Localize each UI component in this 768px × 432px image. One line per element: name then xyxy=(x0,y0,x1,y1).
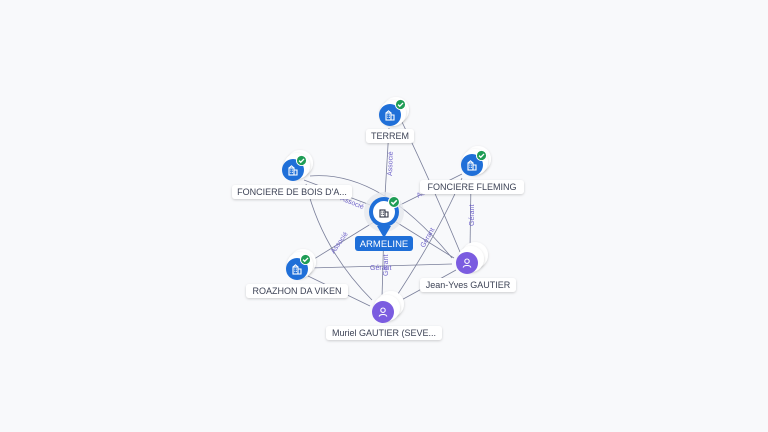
check-badge-icon xyxy=(388,196,400,208)
check-badge-icon xyxy=(476,150,487,161)
edge-label-gerant: Gérant xyxy=(383,255,390,276)
edge-label-gerant: Gérant xyxy=(469,205,476,226)
node-label: FONCIERE FLEMING xyxy=(427,182,516,192)
edge-label-associe: Associé xyxy=(330,231,350,255)
center-label: ARMELINE xyxy=(360,239,409,250)
check-badge-icon xyxy=(296,155,307,166)
node-label: Muriel GAUTIER (SEVE... xyxy=(332,328,436,338)
company-node-roazhon[interactable]: ROAZHON DA VIKEN xyxy=(246,249,348,298)
edge-jeanyves-roazhon xyxy=(309,263,453,269)
company-node-terrem[interactable]: TERREM xyxy=(366,97,414,143)
check-badge-icon xyxy=(300,254,311,265)
person-node-jean-yves[interactable]: Jean-Yves GAUTIER xyxy=(420,242,516,292)
edge-label-associe: Associé xyxy=(387,151,395,176)
edge-roazhon-armeline xyxy=(305,221,375,265)
node-label: ROAZHON DA VIKEN xyxy=(252,286,341,296)
center-node-armeline[interactable]: ARMELINE xyxy=(355,192,413,251)
check-badge-icon xyxy=(395,99,406,110)
node-label: Jean-Yves GAUTIER xyxy=(426,280,511,290)
edge-jeanyves-armeline xyxy=(395,221,455,259)
edge-label-gerant: Gérant xyxy=(370,265,391,272)
company-node-fonciere-fleming[interactable]: FONCIERE FLEMING xyxy=(420,146,524,194)
node-label: FONCIERE DE BOIS D'A... xyxy=(237,187,347,197)
company-node-fonciere-bois[interactable]: FONCIERE DE BOIS D'A... xyxy=(232,150,352,199)
person-node-muriel[interactable]: Muriel GAUTIER (SEVE... xyxy=(326,291,442,340)
node-label: TERREM xyxy=(371,131,409,141)
